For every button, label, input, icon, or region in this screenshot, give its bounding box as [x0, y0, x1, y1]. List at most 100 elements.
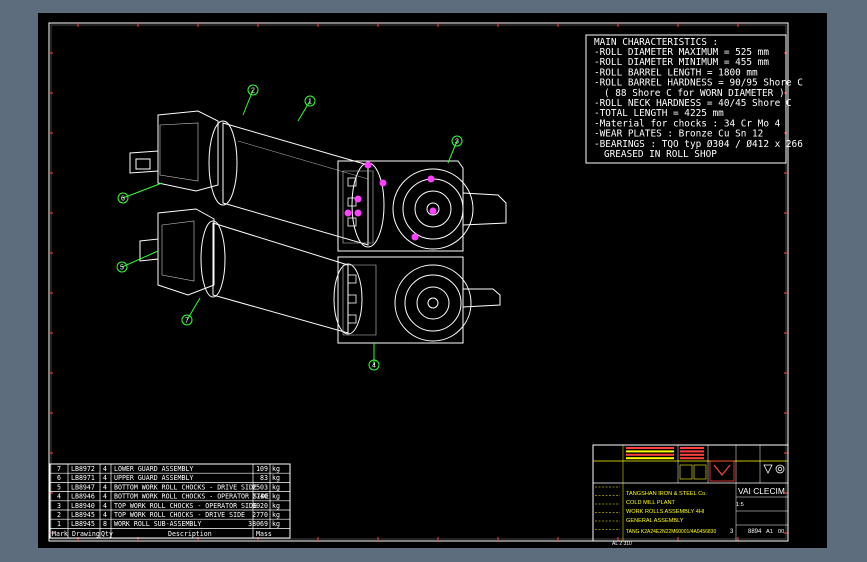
balloon-4: [368, 359, 380, 371]
cell-qty: 4: [103, 493, 107, 501]
cell-mark: 2: [57, 511, 61, 519]
bottom-roll-end-drive: [200, 220, 226, 298]
drawing-title-2: GENERAL ASSEMBLY: [626, 518, 684, 524]
cell-mass: 3020: [252, 502, 268, 510]
characteristic-line: -ROLL DIAMETER MINIMUM = 455 mm: [594, 57, 769, 68]
cell-unit: kg: [272, 483, 280, 491]
cell-mass: 2770: [252, 511, 268, 519]
cell-description: BOTTOM WORK ROLL CHOCKS - OPERATOR SIDE: [114, 493, 269, 501]
balloon-leader: [242, 89, 254, 116]
cell-mass: 83: [260, 474, 268, 482]
header-mass: Mass: [256, 530, 272, 538]
cell-drawing: LB8972: [71, 465, 95, 473]
top-roll-end-drive: [208, 120, 238, 206]
company-logo: [709, 460, 735, 482]
cell-drawing: LB8947: [71, 483, 95, 491]
balloon-label: 5: [120, 265, 124, 272]
drawing-code: 8894: [748, 529, 762, 535]
header-drawing: Drawing: [72, 530, 100, 538]
cell-mark: 3: [57, 502, 61, 510]
cell-qty: 4: [103, 483, 107, 491]
balloon-2: [247, 84, 259, 96]
operator-neck-bottom: [462, 288, 501, 308]
characteristic-line: -Material for chocks : 34 Cr Mo 4: [594, 118, 781, 129]
cell-description: WORK ROLL SUB-ASSEMBLY: [114, 520, 201, 528]
characteristic-line: -TOTAL LENGTH = 4225 mm: [594, 108, 724, 119]
cell-description: TOP WORK ROLL CHOCKS - DRIVE SIDE: [114, 511, 245, 519]
cell-drawing: LB8945: [71, 511, 95, 519]
balloon-label: 2: [251, 88, 255, 95]
balloon-7: [181, 314, 193, 326]
characteristics-lines: -ROLL DIAMETER MAXIMUM = 525 mm-ROLL DIA…: [594, 47, 803, 160]
balloon-label: 6: [121, 196, 125, 203]
cell-qty: 4: [103, 511, 107, 519]
header-qty: Qty: [101, 530, 113, 538]
bottom-bearing-housing: [394, 264, 472, 342]
operator-neck-top: [462, 192, 507, 226]
characteristics-header: MAIN CHARACTERISTICS :: [594, 37, 718, 48]
customer-name: TANGSHAN IRON & STEEL Co.: [626, 491, 707, 497]
cell-mark: 4: [57, 493, 61, 501]
footer-note: AL 2 310: [612, 541, 632, 547]
cell-mark: 1: [57, 520, 61, 528]
characteristic-line: -WEAR PLATES : Bronze Cu Sn 12: [594, 129, 763, 140]
cell-unit: kg: [272, 465, 280, 473]
title-block: VAI CLECIM TANGSHAN IRON & STEEL Co. COL…: [592, 444, 789, 542]
cell-drawing: LB8945: [71, 520, 95, 528]
cell-mass: 109: [256, 465, 268, 473]
balloon-leader: [186, 297, 201, 321]
drive-chock-top: [157, 110, 219, 192]
cell-mark: 5: [57, 483, 61, 491]
bottom-roll-end-operator: [333, 263, 363, 335]
characteristic-line: -ROLL DIAMETER MAXIMUM = 525 mm: [594, 47, 769, 58]
bolt-markers: [344, 161, 437, 241]
characteristic-line: GREASED IN ROLL SHOP: [604, 149, 717, 160]
cell-unit: kg: [272, 474, 280, 482]
cell-drawing: LB8946: [71, 493, 95, 501]
work-roll-assembly: [129, 110, 507, 344]
characteristic-line: -BEARINGS : TQO typ Ø304 / Ø412 x 266: [594, 139, 803, 150]
cell-description: UPPER GUARD ASSEMBLY: [114, 474, 193, 482]
cell-description: TOP WORK ROLL CHOCKS - OPERATOR SIDE: [114, 502, 257, 510]
logo-mark-icon: [713, 464, 731, 476]
characteristic-line: -ROLL BARREL HARDNESS = 90/95 Shore C: [594, 78, 803, 89]
bottom-roll-barrel: [212, 222, 349, 334]
balloon-label: 7: [185, 318, 189, 325]
drive-neck-bottom: [139, 238, 159, 262]
company-name: VAI CLECIM: [738, 486, 785, 496]
scale-value: 1:5: [736, 502, 744, 508]
cell-mass: 2503: [252, 483, 268, 491]
drive-chock-bottom: [157, 208, 215, 296]
cell-mass: 38069: [248, 520, 268, 528]
characteristic-line: -ROLL NECK HARDNESS = 40/45 Shore C: [594, 98, 792, 109]
part-balloons: [116, 84, 463, 371]
balloon-label: 3: [455, 139, 459, 146]
cell-description: LOWER GUARD ASSEMBLY: [114, 465, 193, 473]
balloon-6: [117, 192, 129, 204]
cell-mark: 7: [57, 465, 61, 473]
drawing-title-1: WORK ROLLS ASSEMBLY 4HI: [626, 509, 705, 515]
sheet-number: 3: [730, 529, 734, 535]
characteristics-box: [585, 34, 787, 164]
characteristic-line: ( 88 Shore C for WORN DIAMETER ): [604, 88, 785, 99]
drive-neck-top: [129, 150, 159, 174]
cell-qty: 8: [103, 520, 107, 528]
top-bearing-housing: [392, 168, 474, 250]
cell-unit: kg: [272, 502, 280, 510]
header-description: Description: [168, 530, 212, 538]
top-roll-barrel: [222, 122, 369, 246]
operator-chock-bottom: [337, 256, 464, 344]
balloon-5: [116, 261, 128, 273]
balloon-label: 4: [372, 363, 376, 370]
inner-frame: [50, 24, 787, 540]
cell-qty: 4: [103, 465, 107, 473]
balloon-leader: [447, 140, 458, 164]
characteristic-line: -ROLL BARREL LENGTH = 1800 mm: [594, 67, 758, 78]
cell-description: BOTTOM WORK ROLL CHOCKS - DRIVE SIDE: [114, 483, 257, 491]
cell-qty: 4: [103, 474, 107, 482]
cell-qty: 4: [103, 502, 107, 510]
